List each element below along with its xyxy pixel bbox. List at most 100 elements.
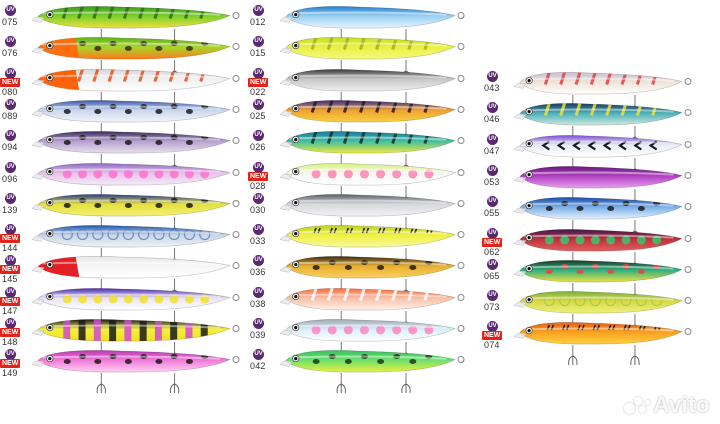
lure-image <box>31 252 248 315</box>
lure-image <box>279 2 473 65</box>
lure-image <box>279 315 473 378</box>
lure-image <box>31 33 248 96</box>
uv-badge: UV <box>253 36 264 48</box>
lure-image <box>513 131 700 194</box>
uv-badge: UV <box>487 71 498 82</box>
lure-code: 147 <box>2 305 18 316</box>
uv-badge: UV <box>487 258 498 270</box>
lure-code: 149 <box>2 368 18 379</box>
uv-badge: UV <box>5 161 16 173</box>
lure-code: 038 <box>250 298 266 309</box>
new-badge: NEW <box>0 265 21 275</box>
lure-image <box>279 159 473 222</box>
lure-code: 028 <box>250 180 266 191</box>
avito-watermark: Avito <box>624 392 710 418</box>
uv-badge: UV <box>5 286 16 298</box>
uv-badge: UV <box>253 318 264 329</box>
lure-image <box>513 318 700 381</box>
uv-badge: UV <box>5 130 16 142</box>
lure-image <box>279 252 473 315</box>
lure-image <box>513 162 700 225</box>
new-badge: NEW <box>0 77 21 87</box>
uv-badge: UV <box>253 286 264 298</box>
uv-badge: UV <box>5 349 16 361</box>
uv-badge: UV <box>487 102 498 114</box>
uv-badge: UV <box>5 98 16 110</box>
new-badge: NEW <box>482 237 503 247</box>
lure-image <box>31 221 248 284</box>
lure-image <box>279 346 473 409</box>
uv-badge: UV <box>253 192 264 204</box>
lure-image <box>279 33 473 96</box>
lure-image <box>31 315 248 378</box>
avito-wordmark: Avito <box>653 392 710 417</box>
lure-code: 053 <box>484 176 500 187</box>
lure-code: 015 <box>250 48 266 59</box>
uv-badge: UV <box>5 5 16 16</box>
uv-badge: UV <box>5 36 16 48</box>
lure-code: 074 <box>484 340 500 351</box>
uv-badge: UV <box>487 164 498 176</box>
uv-badge: UV <box>487 321 498 333</box>
lure-code: 096 <box>2 173 18 184</box>
uv-badge: UV <box>487 227 498 239</box>
lure-image <box>513 287 700 350</box>
uv-badge: UV <box>253 224 264 236</box>
new-badge: NEW <box>248 77 269 87</box>
lure-image <box>31 159 248 222</box>
uv-badge: UV <box>253 349 264 361</box>
uv-badge: UV <box>487 196 498 208</box>
lure-image <box>279 221 473 284</box>
lure-code: 055 <box>484 208 500 219</box>
uv-badge: UV <box>253 161 264 173</box>
lure-code: 047 <box>484 145 500 156</box>
lure-code: 080 <box>2 86 18 97</box>
uv-badge: UV <box>253 130 264 142</box>
uv-badge: UV <box>5 224 16 236</box>
lure-code: 025 <box>250 110 266 121</box>
lure-image <box>513 225 700 288</box>
lure-image <box>31 346 248 409</box>
lure-code: 148 <box>2 337 18 347</box>
lure-code: 139 <box>2 204 18 215</box>
lure-code: 022 <box>250 86 266 97</box>
lure-image <box>31 284 248 347</box>
lure-code: 026 <box>250 142 266 153</box>
new-badge: NEW <box>482 331 503 341</box>
lure-code: 033 <box>250 236 266 247</box>
lure-code: 046 <box>484 114 500 125</box>
lure-code: 145 <box>2 274 18 285</box>
uv-badge: UV <box>487 133 498 145</box>
lure-code: 042 <box>250 361 266 372</box>
uv-badge: UV <box>5 192 16 204</box>
uv-badge: UV <box>253 98 264 110</box>
lure-code: 036 <box>250 267 266 278</box>
lure-code: 012 <box>250 17 266 27</box>
uv-badge: UV <box>5 318 16 329</box>
lure-code: 144 <box>2 243 18 254</box>
uv-badge: UV <box>487 290 498 302</box>
uv-badge: UV <box>253 255 264 267</box>
lure-image <box>513 99 700 162</box>
lure-code: 039 <box>250 330 266 340</box>
uv-badge: UV <box>253 5 264 16</box>
lure-image <box>279 190 473 253</box>
new-badge: NEW <box>0 328 21 337</box>
lure-code: 043 <box>484 83 500 93</box>
uv-badge: UV <box>253 67 264 79</box>
new-badge: NEW <box>248 171 269 181</box>
lure-image <box>31 65 248 128</box>
lure-code: 065 <box>484 270 500 281</box>
lure-code: 076 <box>2 48 18 59</box>
lure-code: 062 <box>484 246 500 257</box>
uv-badge: UV <box>5 67 16 79</box>
lure-code: 094 <box>2 142 18 153</box>
lure-code: 073 <box>484 302 500 313</box>
lure-image <box>279 96 473 159</box>
lure-code: 089 <box>2 110 18 121</box>
avito-logo-icon <box>624 397 651 415</box>
new-badge: NEW <box>0 359 21 369</box>
uv-badge: UV <box>5 255 16 267</box>
lure-code: 030 <box>250 204 266 215</box>
lure-image <box>513 256 700 319</box>
